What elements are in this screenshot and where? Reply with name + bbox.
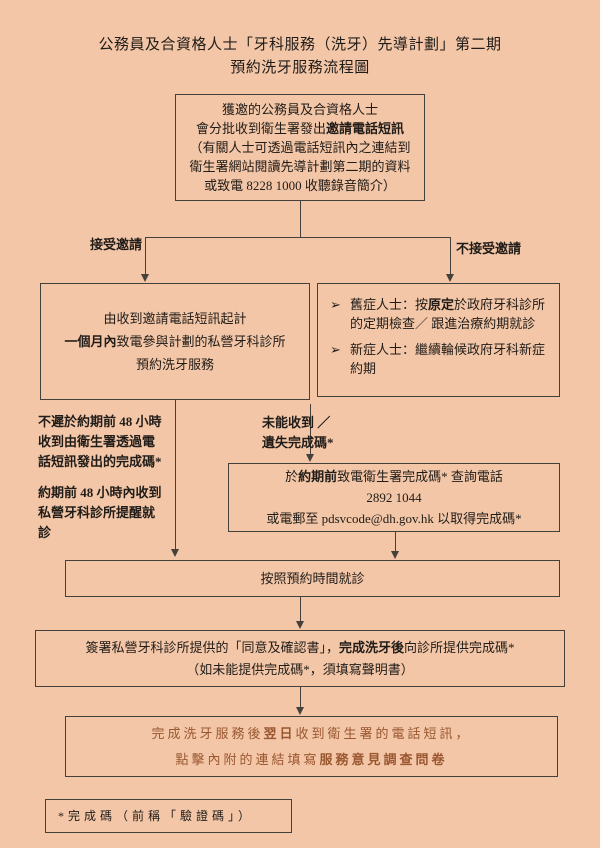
arrow-down-accept-icon: [141, 274, 149, 282]
survey-line-1-pre: 完成洗牙服務後: [151, 725, 264, 741]
enquiry-line-1-pre: 於: [285, 469, 299, 484]
invitation-line-4: 衛生署網站閱讀先導計劃第二期的資料: [189, 159, 411, 174]
flow-line-invite-stem: [300, 201, 301, 237]
code-note-line: 約期前 48 小時內收到: [38, 485, 162, 500]
old-patient-text-bold: 原定: [428, 297, 455, 312]
arrow-down-lost-code-icon: [306, 454, 314, 462]
survey-line-1: 完成洗牙服務後翌日收到衛生署的電話短訊，: [151, 721, 471, 747]
attend-appointment-box: 按照預約時間就診: [65, 560, 560, 597]
enquiry-line-1-post: 致電衛生署完成碼* 查詢電話: [337, 469, 503, 484]
page-title: 公務員及合資格人士「牙科服務（洗牙）先導計劃」第二期 預約洗牙服務流程圖: [0, 34, 600, 80]
survey-line-1-bold: 翌日: [263, 725, 296, 741]
page-title-line-1: 公務員及合資格人士「牙科服務（洗牙）先導計劃」第二期: [98, 37, 502, 53]
lost-code-line-1: 未能收到 ／: [262, 415, 331, 430]
invitation-line-1: 獲邀的公務員及合資格人士: [221, 102, 378, 117]
completion-code-note: 不遲於約期前 48 小時 收到由衛生署透過電 話短訊發出的完成碼* 約期前 48…: [38, 412, 182, 543]
flow-line-consent-to-survey: [300, 687, 301, 707]
invitation-line-3: （有關人士可透過電話短訊內之連結到: [189, 140, 411, 155]
old-patient-text-post: 於政府牙科診所的定期檢查／ 跟進治療約期就診: [350, 297, 546, 331]
survey-line-2-pre: 點擊內附的連結填寫: [175, 751, 320, 767]
enquiry-line-1-bold: 約期前: [298, 469, 338, 484]
flow-line-lost-code: [310, 404, 311, 455]
footnote-box: *完成碼（前稱「驗證碼」）: [45, 799, 292, 833]
invitation-line-2: 會分批收到衛生署發出邀請電話短訊: [196, 119, 404, 138]
invitation-line-2-bold: 邀請電話短訊: [326, 121, 405, 136]
code-note-line: 收到由衛生署透過電: [38, 434, 156, 449]
arrow-down-consent-icon: [296, 621, 304, 629]
invitation-box: 獲邀的公務員及合資格人士 會分批收到衛生署發出邀請電話短訊 （有關人士可透過電話…: [175, 94, 425, 201]
code-note-line: 話短訊發出的完成碼*: [38, 454, 162, 469]
invitation-line-5: 或致電 8228 1000 收聽錄音簡介）: [204, 178, 396, 193]
code-note-paragraph-1: 不遲於約期前 48 小時 收到由衛生署透過電 話短訊發出的完成碼*: [38, 412, 182, 472]
code-note-line: 不遲於約期前 48 小時: [38, 414, 162, 429]
flow-line-branch: [145, 237, 451, 238]
survey-line-1-post: 收到衛生署的電話短訊，: [295, 725, 472, 741]
accept-line-2: 一個月內致電參與計劃的私營牙科診所: [64, 330, 285, 353]
consent-line-1: 簽署私營牙科診所提供的「同意及確認書」，完成洗牙後向診所提供完成碼*: [85, 637, 514, 659]
flow-line-reject: [450, 237, 451, 275]
consent-line-1-post: 向診所提供完成碼*: [404, 639, 515, 655]
code-note-line: 診: [38, 525, 52, 540]
consent-line-1-bold: 完成洗牙後: [338, 639, 404, 655]
arrow-down-reject-icon: [446, 274, 454, 282]
survey-line-2-bold: 服務意見調查問卷: [319, 751, 448, 767]
code-note-paragraph-2: 約期前 48 小時內收到 私營牙科診所提醒就 診: [38, 483, 182, 543]
survey-box: 完成洗牙服務後翌日收到衛生署的電話短訊， 點擊內附的連結填寫服務意見調查問卷: [65, 716, 558, 777]
invitation-line-2-text: 會分批收到衛生署發出: [195, 121, 326, 136]
old-patient-text: 舊症人士：按原定於政府牙科診所的定期檢查／ 跟進治療約期就診: [350, 295, 551, 333]
accept-line-3: 預約洗牙服務: [135, 357, 214, 372]
old-patient-item: ➢ 舊症人士：按原定於政府牙科診所的定期檢查／ 跟進治療約期就診: [330, 295, 551, 333]
flow-line-attend-to-consent: [300, 597, 301, 621]
accept-line-1: 由收到邀請電話短訊起計: [103, 311, 247, 326]
lost-code-line-2: 遺失完成碼*: [262, 435, 334, 450]
accept-line-2-text: 致電參與計劃的私營牙科診所: [116, 334, 286, 349]
accept-branch-label: 接受邀請: [90, 237, 143, 252]
code-enquiry-box: 於約期前致電衛生署完成碼* 查詢電話 2892 1044 或電郵至 pdsvco…: [228, 463, 560, 532]
new-patient-item: ➢ 新症人士：繼續輪候政府牙科新症約期: [330, 340, 551, 378]
accept-invitation-box: 由收到邀請電話短訊起計 一個月內致電參與計劃的私營牙科診所 預約洗牙服務: [40, 283, 310, 400]
lost-code-label: 未能收到 ／ 遺失完成碼*: [262, 413, 334, 453]
enquiry-phone: 2892 1044: [366, 490, 422, 505]
arrow-down-enquiry-icon: [391, 551, 399, 559]
reject-branch-label: 不接受邀請: [456, 241, 522, 256]
arrow-bullet-icon: ➢: [330, 297, 341, 312]
enquiry-line-1: 於約期前致電衛生署完成碼* 查詢電話: [285, 466, 503, 487]
flow-line-accept: [145, 237, 146, 275]
arrow-down-attend-icon: [171, 549, 179, 557]
flow-line-accept-to-attend: [175, 400, 176, 550]
consent-line-1-pre: 簽署私營牙科診所提供的「同意及確認書」，: [85, 639, 339, 655]
accept-line-2-bold: 一個月內: [64, 334, 117, 349]
survey-line-2: 點擊內附的連結填寫服務意見調查問卷: [175, 747, 447, 773]
code-note-line: 私營牙科診所提醒就: [38, 505, 156, 520]
arrow-down-survey-icon: [296, 707, 304, 715]
new-patient-text: 新症人士：繼續輪候政府牙科新症約期: [350, 342, 546, 376]
page-title-line-2: 預約洗牙服務流程圖: [230, 60, 370, 76]
footnote-text: *完成碼（前稱「驗證碼」）: [58, 808, 255, 823]
reject-invitation-box: ➢ 舊症人士：按原定於政府牙科診所的定期檢查／ 跟進治療約期就診 ➢ 新症人士：…: [317, 283, 560, 397]
old-patient-text-pre: 舊症人士：按: [350, 297, 429, 312]
consent-line-2: （如未能提供完成碼*，須填寫聲明書）: [186, 661, 414, 677]
consent-form-box: 簽署私營牙科診所提供的「同意及確認書」，完成洗牙後向診所提供完成碼* （如未能提…: [35, 630, 565, 687]
flow-line-enquiry-to-attend: [395, 532, 396, 551]
attend-text: 按照預約時間就診: [260, 571, 365, 586]
enquiry-email-line: 或電郵至 pdsvcode@dh.gov.hk 以取得完成碼*: [266, 511, 522, 526]
arrow-bullet-icon: ➢: [330, 342, 341, 357]
